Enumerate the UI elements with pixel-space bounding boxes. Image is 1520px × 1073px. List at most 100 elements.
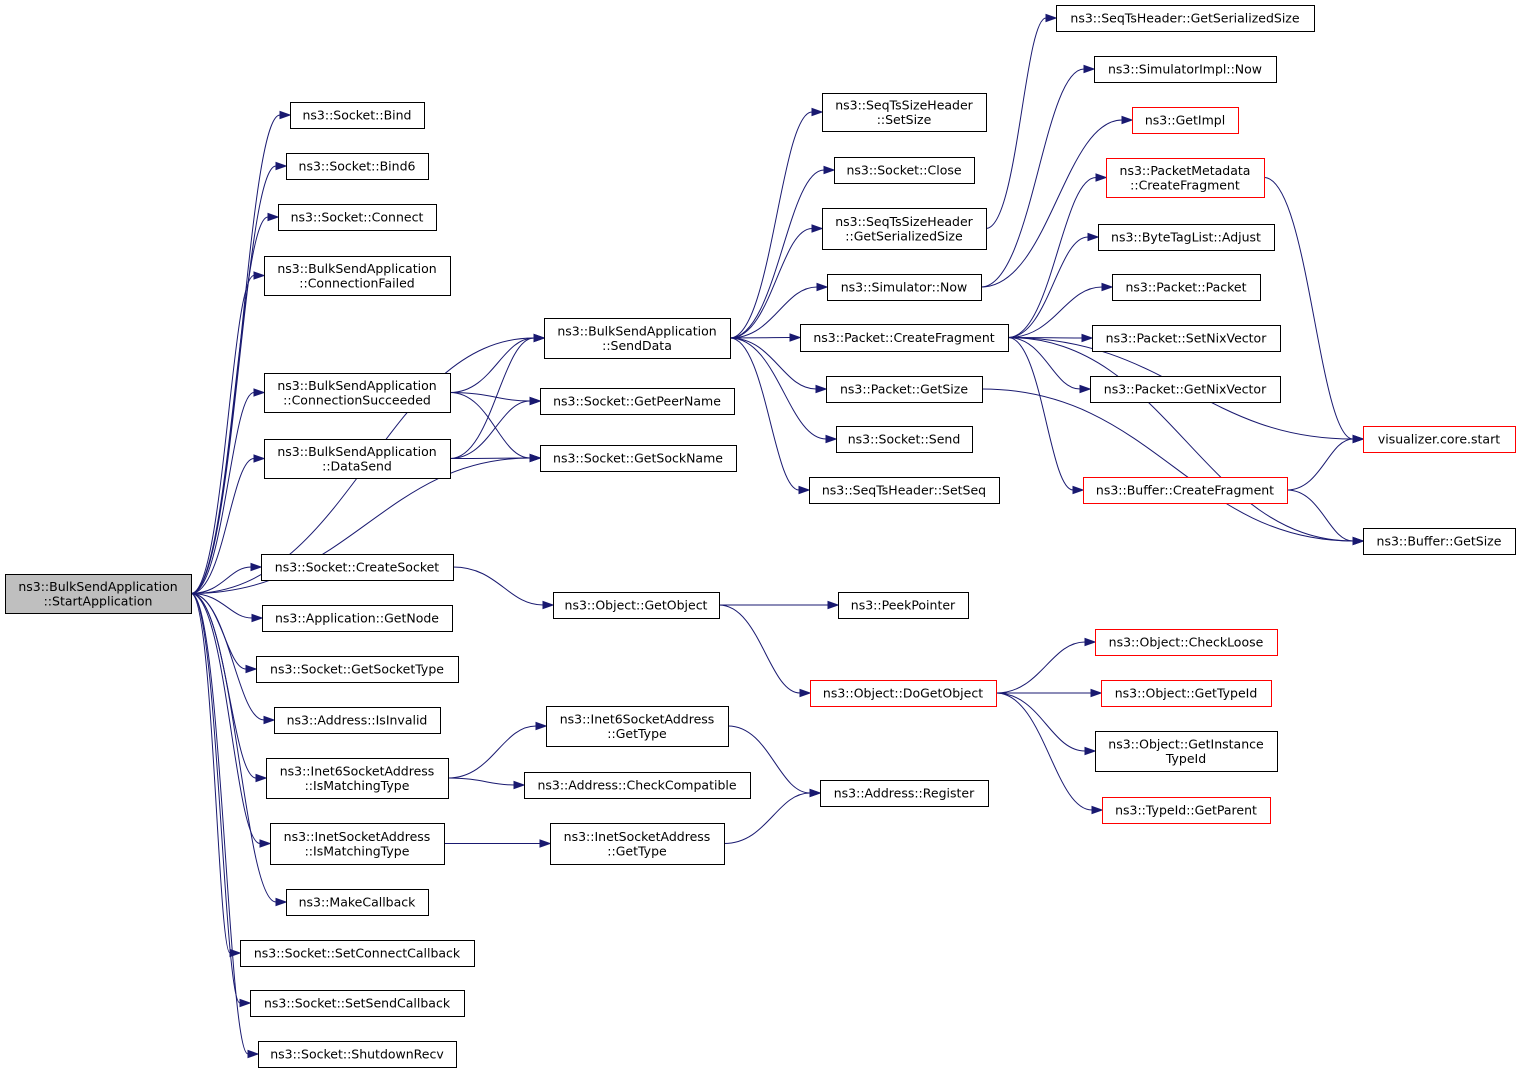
node-ns3-address-isinvalid[interactable]: ns3::Address::IsInvalid xyxy=(274,707,441,734)
node-ns3-peekpointer[interactable]: ns3::PeekPointer xyxy=(838,592,969,619)
edge-n33-to-n47 xyxy=(995,688,1103,698)
node-ns3-application-getnode[interactable]: ns3::Application::GetNode xyxy=(262,605,453,632)
node-label: visualizer.core.start xyxy=(1378,432,1500,447)
node-ns3-seqtsheader-getserializedsize[interactable]: ns3::SeqTsHeader::GetSerializedSize xyxy=(1056,5,1315,32)
node-ns3-socket-close[interactable]: ns3::Socket::Close xyxy=(834,157,975,184)
node-ns3-socket-bind6[interactable]: ns3::Socket::Bind6 xyxy=(286,153,429,180)
edge-n6-to-n18 xyxy=(449,396,542,459)
edge-line xyxy=(1007,337,1354,542)
node-label: ns3::Address::CheckCompatible xyxy=(537,778,736,793)
node-ns3-object-checkloose[interactable]: ns3::Object::CheckLoose xyxy=(1095,629,1278,656)
node-ns3-typeid-getparent[interactable]: ns3::TypeId::GetParent xyxy=(1102,797,1271,824)
arrowhead xyxy=(1045,13,1058,23)
node-ns3-object-getobject[interactable]: ns3::Object::GetObject xyxy=(553,592,720,619)
node-ns3-buffer-getsize[interactable]: ns3::Buffer::GetSize xyxy=(1363,528,1516,555)
node-ns3-makecallback[interactable]: ns3::MakeCallback xyxy=(286,889,429,916)
node-ns3-socket-setconnectcallback[interactable]: ns3::Socket::SetConnectCallback xyxy=(240,940,475,967)
node-label: ns3::Simulator::Now xyxy=(841,280,968,295)
arrowhead xyxy=(542,600,555,610)
node-box xyxy=(261,554,454,581)
edge-n0-to-n6 xyxy=(190,454,266,594)
node-ns3-bulksendapplication-startapplication[interactable]: ns3::BulkSendApplication::StartApplicati… xyxy=(5,574,192,614)
node-box xyxy=(1090,376,1281,403)
node-box xyxy=(1095,629,1278,656)
edge-n0-to-n5 xyxy=(190,388,266,594)
node-ns3-seqtssizeheader-getserializedsize[interactable]: ns3::SeqTsSizeHeader::GetSerializedSize xyxy=(822,208,987,250)
node-ns3-socket-getpeername[interactable]: ns3::Socket::GetPeerName xyxy=(540,388,735,415)
edge-n5-to-n18 xyxy=(449,392,542,406)
node-ns3-socket-getsockname[interactable]: ns3::Socket::GetSockName xyxy=(540,445,737,472)
node-ns3-object-gettypeid[interactable]: ns3::Object::GetTypeId xyxy=(1101,680,1272,707)
node-box xyxy=(553,592,720,619)
node-ns3-seqtssizeheader-setsize[interactable]: ns3::SeqTsSizeHeader::SetSize xyxy=(822,93,987,132)
edge-n0-to-n8 xyxy=(190,593,264,623)
node-ns3-packetmetadata-createfragment[interactable]: ns3::PacketMetadata::CreateFragment xyxy=(1106,158,1265,198)
edge-line xyxy=(718,604,801,694)
node-label: ns3::Packet::GetNixVector xyxy=(1104,382,1267,397)
node-visualizer-core-start[interactable]: visualizer.core.start xyxy=(1363,426,1516,453)
node-label: ::ConnectionSucceeded xyxy=(283,392,431,407)
node-ns3-packet-getnixvector[interactable]: ns3::Packet::GetNixVector xyxy=(1090,376,1281,403)
edge-n33-to-n49 xyxy=(995,692,1104,815)
node-box xyxy=(838,592,969,619)
node-ns3-bulksendapplication-senddata[interactable]: ns3::BulkSendApplication::SendData xyxy=(544,318,731,359)
arrowhead xyxy=(247,1049,260,1059)
edge-line xyxy=(729,337,827,440)
node-label: ::GetSerializedSize xyxy=(845,228,963,243)
node-ns3-address-checkcompatible[interactable]: ns3::Address::CheckCompatible xyxy=(524,772,751,799)
node-label: ns3::Object::GetTypeId xyxy=(1115,686,1258,701)
node-ns3-buffer-createfragment[interactable]: ns3::Buffer::CreateFragment xyxy=(1083,477,1288,504)
node-label: ns3::Socket::GetSockName xyxy=(553,451,723,466)
arrowhead xyxy=(253,388,266,397)
node-ns3-socket-shutdownrecv[interactable]: ns3::Socket::ShutdownRecv xyxy=(258,1041,457,1068)
node-ns3-socket-connect[interactable]: ns3::Socket::Connect xyxy=(278,204,437,231)
edge-n17-to-n31 xyxy=(729,337,811,495)
node-ns3-packet-setnixvector[interactable]: ns3::Packet::SetNixVector xyxy=(1092,325,1281,352)
node-label: TypeId xyxy=(1165,751,1206,766)
edge-line xyxy=(449,400,531,459)
node-ns3-inetsocketaddress-gettype[interactable]: ns3::InetSocketAddress::GetType xyxy=(550,823,725,865)
node-box xyxy=(836,426,973,453)
edge-line xyxy=(727,725,811,794)
node-label: ns3::Packet::GetSize xyxy=(840,382,968,397)
arrowhead xyxy=(275,161,288,171)
node-ns3-socket-bind[interactable]: ns3::Socket::Bind xyxy=(290,102,425,129)
node-ns3-address-register[interactable]: ns3::Address::Register xyxy=(820,780,989,807)
arrowhead xyxy=(253,454,266,463)
arrowhead xyxy=(1084,637,1097,647)
node-label: ns3::Object::CheckLoose xyxy=(1109,635,1264,650)
node-ns3-packet-packet[interactable]: ns3::Packet::Packet xyxy=(1112,274,1261,301)
node-ns3-getimpl[interactable]: ns3::GetImpl xyxy=(1132,107,1239,134)
node-ns3-inet6socketaddress-gettype[interactable]: ns3::Inet6SocketAddress::GetType xyxy=(546,706,729,747)
node-ns3-seqtsheader-setseq[interactable]: ns3::SeqTsHeader::SetSeq xyxy=(809,477,1000,504)
node-ns3-socket-setsendcallback[interactable]: ns3::Socket::SetSendCallback xyxy=(250,990,465,1017)
node-ns3-inetsocketaddress-ismatchingtype[interactable]: ns3::InetSocketAddress::IsMatchingType xyxy=(270,823,445,865)
edge-n28-to-n39 xyxy=(1007,232,1100,338)
arrowhead xyxy=(245,664,258,674)
node-ns3-bulksendapplication-connectionsucceeded[interactable]: ns3::BulkSendApplication::ConnectionSucc… xyxy=(264,373,451,413)
arrowhead xyxy=(1081,333,1094,343)
node-ns3-packet-getsize[interactable]: ns3::Packet::GetSize xyxy=(826,376,983,403)
node-label: ns3::GetImpl xyxy=(1145,113,1225,128)
node-ns3-socket-createsocket[interactable]: ns3::Socket::CreateSocket xyxy=(261,554,454,581)
node-label: ns3::Socket::Close xyxy=(846,163,961,178)
edge-line xyxy=(447,725,537,779)
edge-line xyxy=(190,593,261,844)
node-ns3-bytetaglist-adjust[interactable]: ns3::ByteTagList::Adjust xyxy=(1098,224,1275,251)
node-ns3-object-dogetobject[interactable]: ns3::Object::DoGetObject xyxy=(810,680,997,707)
edge-n27-to-n37 xyxy=(980,115,1134,288)
node-ns3-simulator-now[interactable]: ns3::Simulator::Now xyxy=(827,274,982,301)
node-ns3-socket-send[interactable]: ns3::Socket::Send xyxy=(836,426,973,453)
node-ns3-packet-createfragment[interactable]: ns3::Packet::CreateFragment xyxy=(800,324,1009,352)
node-ns3-simulatorimpl-now[interactable]: ns3::SimulatorImpl::Now xyxy=(1094,56,1277,83)
node-ns3-bulksendapplication-connectionfailed[interactable]: ns3::BulkSendApplication::ConnectionFail… xyxy=(264,256,451,296)
node-ns3-bulksendapplication-datasend[interactable]: ns3::BulkSendApplication::DataSend xyxy=(264,439,451,479)
node-box xyxy=(264,439,451,479)
arrowhead xyxy=(275,897,288,907)
node-ns3-inet6socketaddress-ismatchingtype[interactable]: ns3::Inet6SocketAddress::IsMatchingType xyxy=(266,758,449,799)
edge-n28-to-n45 xyxy=(1007,337,1365,546)
node-ns3-socket-getsockettype[interactable]: ns3::Socket::GetSocketType xyxy=(256,656,459,683)
node-label: ns3::Packet::Packet xyxy=(1125,280,1246,295)
arrowhead xyxy=(798,485,811,495)
